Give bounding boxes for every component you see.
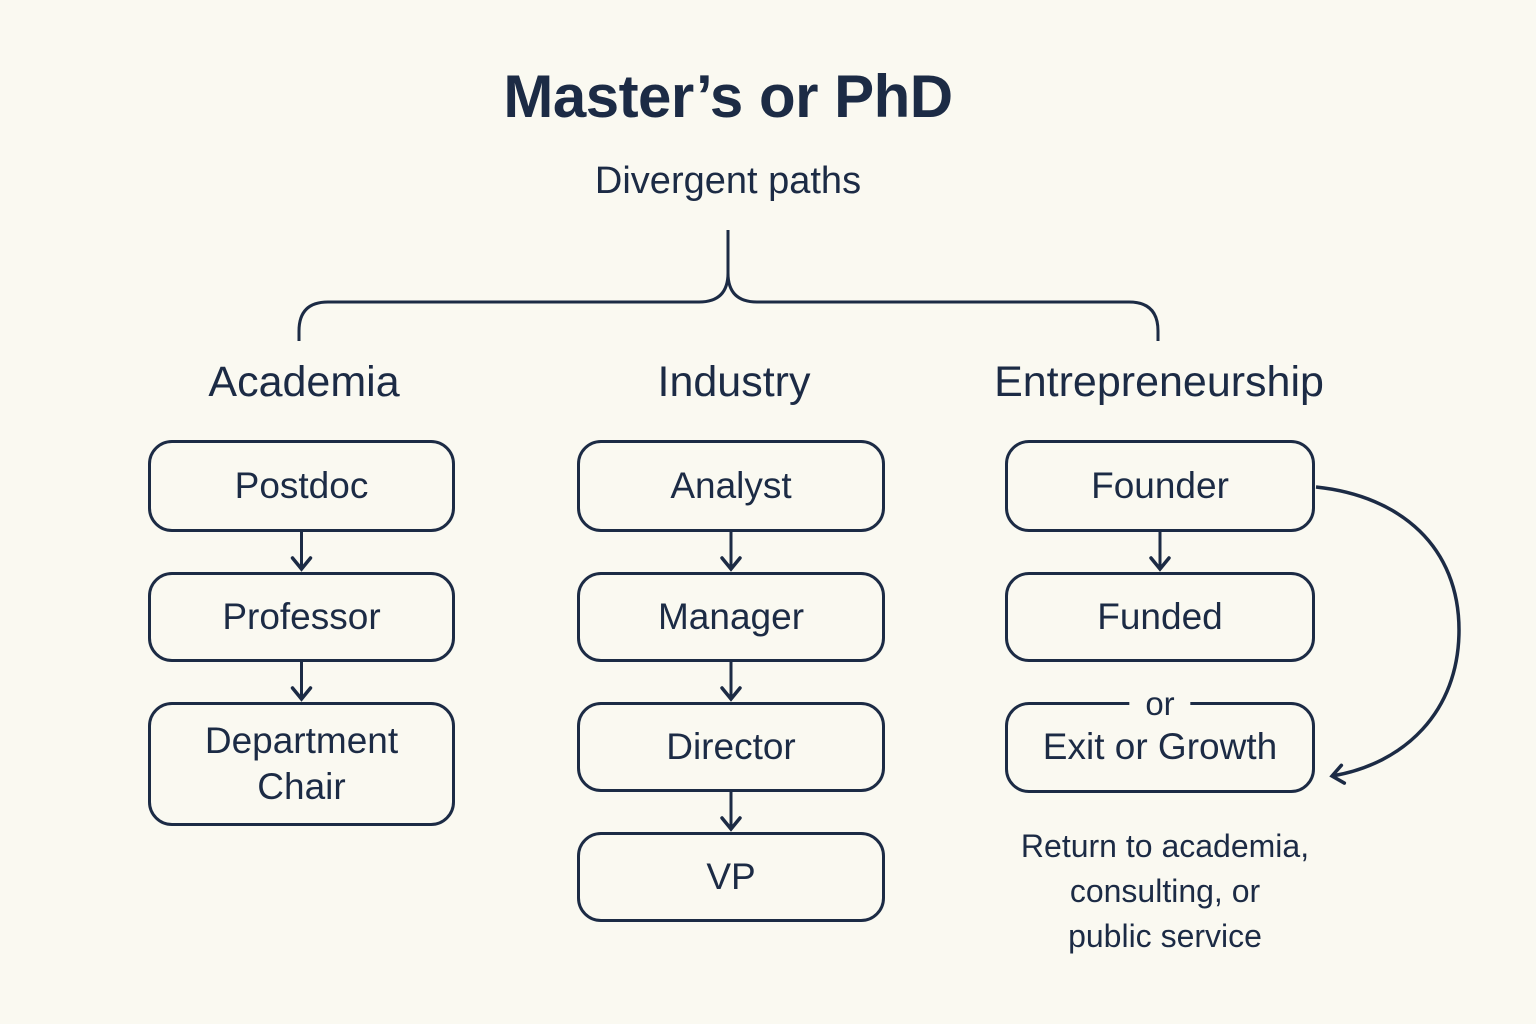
node-department-chair: Department Chair xyxy=(148,702,455,826)
node-manager: Manager xyxy=(577,572,885,662)
node-analyst-label: Analyst xyxy=(670,464,792,506)
node-exit-or-growth: or Exit or Growth xyxy=(1005,685,1315,793)
node-postdoc-label: Postdoc xyxy=(234,464,369,506)
note-line: public service xyxy=(1068,918,1262,954)
column-header-entrepreneurship: Entrepreneurship xyxy=(994,358,1324,406)
node-professor-label: Professor xyxy=(222,595,381,637)
node-funded-label: Funded xyxy=(1097,595,1223,637)
node-vp: VP xyxy=(577,832,885,922)
column-header-academia: Academia xyxy=(208,358,400,406)
node-postdoc: Postdoc xyxy=(148,440,455,532)
entrepreneurship-note: Return to academia, consulting, or publi… xyxy=(1021,824,1309,959)
node-department-chair-label: Department Chair xyxy=(204,719,399,807)
column-header-industry: Industry xyxy=(657,358,811,406)
page-subtitle: Divergent paths xyxy=(594,160,862,202)
note-line: Return to academia, xyxy=(1020,828,1310,864)
node-vp-label: VP xyxy=(706,855,756,897)
node-professor: Professor xyxy=(148,572,455,662)
node-founder: Founder xyxy=(1005,440,1315,532)
branch-brace-connector xyxy=(297,230,1160,341)
node-founder-label: Founder xyxy=(1091,464,1229,506)
node-funded: Funded xyxy=(1005,572,1315,662)
node-director-label: Director xyxy=(666,725,796,767)
node-manager-label: Manager xyxy=(657,595,805,637)
or-connector-label: or xyxy=(1129,685,1191,723)
node-analyst: Analyst xyxy=(577,440,885,532)
loop-arrow-founder-exit xyxy=(1315,485,1461,785)
node-exit-or-growth-label: Exit or Growth xyxy=(1042,726,1278,768)
page-title: Master’s or PhD xyxy=(503,63,953,130)
node-director: Director xyxy=(577,702,885,792)
note-line: consulting, or xyxy=(1069,873,1261,909)
